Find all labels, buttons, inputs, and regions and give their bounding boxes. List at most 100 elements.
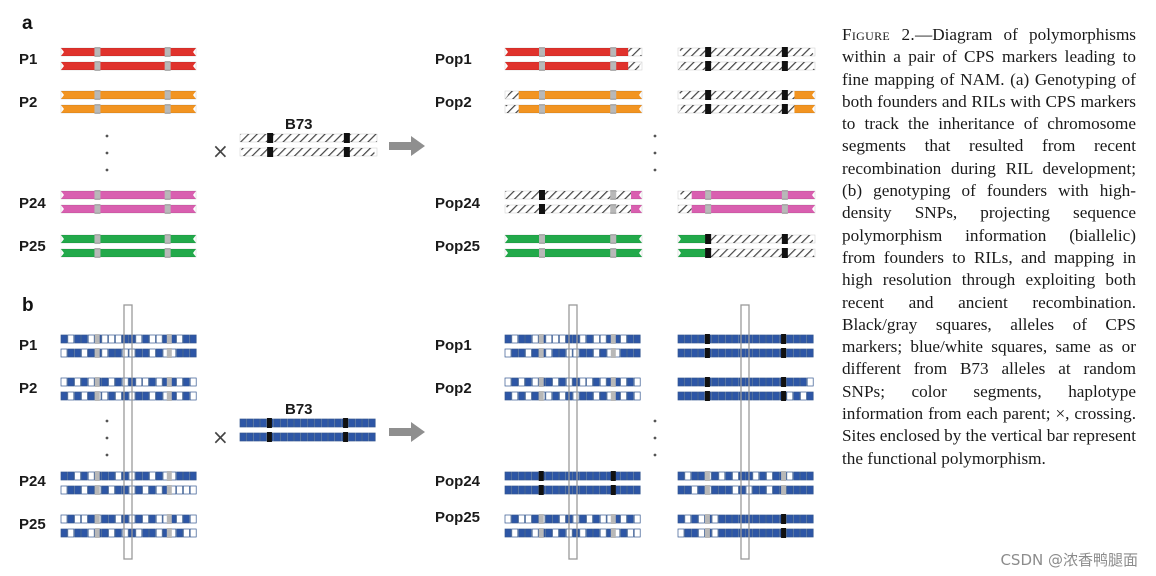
snp-same-as-b73 xyxy=(633,471,641,481)
cps-marker xyxy=(781,377,787,387)
strand-end-notch xyxy=(812,249,815,257)
cps-marker xyxy=(94,377,100,387)
snp-same-as-b73 xyxy=(504,391,512,401)
snp-strand xyxy=(677,514,814,524)
snp-same-as-b73 xyxy=(60,528,68,538)
snp-same-as-b73 xyxy=(691,377,698,387)
snp-same-as-b73 xyxy=(355,432,362,442)
snp-same-as-b73 xyxy=(142,528,149,538)
snp-same-as-b73 xyxy=(766,391,773,401)
snp-different-from-b73 xyxy=(121,348,129,358)
snp-same-as-b73 xyxy=(691,528,698,538)
strand-end-notch xyxy=(61,235,64,243)
snp-same-as-b73 xyxy=(525,528,532,538)
strand-outline xyxy=(239,133,378,143)
snp-strand xyxy=(239,418,376,428)
snp-same-as-b73 xyxy=(732,334,739,344)
snp-different-from-b73 xyxy=(60,485,68,495)
snp-same-as-b73 xyxy=(149,528,156,538)
snp-different-from-b73 xyxy=(698,514,705,524)
cps-marker xyxy=(538,104,545,114)
snp-same-as-b73 xyxy=(135,471,143,481)
strand-end-notch xyxy=(505,249,508,257)
snp-different-from-b73 xyxy=(620,514,627,524)
panel-a-b73-label: B73 xyxy=(285,116,313,133)
cps-marker xyxy=(538,204,545,214)
panel-b-pop-label: Pop24 xyxy=(435,473,481,490)
panel-a-founder-label: P24 xyxy=(19,195,46,212)
cps-marker xyxy=(705,234,712,244)
cps-marker xyxy=(705,61,712,71)
snp-same-as-b73 xyxy=(738,485,746,495)
haplotype-segment xyxy=(708,235,815,243)
cps-marker xyxy=(94,348,100,358)
snp-same-as-b73 xyxy=(287,418,294,428)
snp-same-as-b73 xyxy=(518,391,525,401)
ellipsis-dot xyxy=(105,151,109,155)
snp-same-as-b73 xyxy=(800,377,807,387)
snp-different-from-b73 xyxy=(711,514,719,524)
snp-different-from-b73 xyxy=(545,348,553,358)
snp-same-as-b73 xyxy=(121,391,129,401)
strand-end-notch xyxy=(505,105,508,113)
snp-same-as-b73 xyxy=(368,432,376,442)
snp-same-as-b73 xyxy=(786,485,794,495)
snp-same-as-b73 xyxy=(321,432,328,442)
snp-different-from-b73 xyxy=(101,348,109,358)
snp-same-as-b73 xyxy=(572,377,580,387)
snp-different-from-b73 xyxy=(572,514,580,524)
snp-strand xyxy=(677,377,814,387)
snp-same-as-b73 xyxy=(772,377,780,387)
snp-different-from-b73 xyxy=(786,471,794,481)
snp-same-as-b73 xyxy=(698,377,705,387)
snp-same-as-b73 xyxy=(101,485,109,495)
snp-different-from-b73 xyxy=(87,471,95,481)
cps-marker xyxy=(705,90,712,100)
snp-same-as-b73 xyxy=(599,348,607,358)
snp-same-as-b73 xyxy=(531,514,539,524)
cps-marker xyxy=(704,471,710,481)
snp-strand xyxy=(504,391,641,401)
snp-same-as-b73 xyxy=(525,377,532,387)
snp-same-as-b73 xyxy=(698,485,705,495)
snp-strand xyxy=(504,334,641,344)
haplotype-segment xyxy=(240,148,377,156)
snp-different-from-b73 xyxy=(60,377,68,387)
snp-different-from-b73 xyxy=(531,528,539,538)
snp-same-as-b73 xyxy=(108,348,115,358)
snp-different-from-b73 xyxy=(189,514,197,524)
snp-same-as-b73 xyxy=(793,334,800,344)
strand-end-notch xyxy=(240,148,243,156)
cps-marker xyxy=(538,377,544,387)
snp-different-from-b73 xyxy=(155,334,163,344)
snp-same-as-b73 xyxy=(772,528,780,538)
snp-same-as-b73 xyxy=(593,377,600,387)
snp-same-as-b73 xyxy=(294,418,301,428)
strand-end-notch xyxy=(678,105,681,113)
snp-same-as-b73 xyxy=(504,334,512,344)
snp-different-from-b73 xyxy=(552,377,559,387)
snp-same-as-b73 xyxy=(579,348,587,358)
haplotype-segment xyxy=(61,235,196,243)
snp-same-as-b73 xyxy=(149,485,156,495)
snp-same-as-b73 xyxy=(772,334,780,344)
haplotype-segment xyxy=(678,205,692,213)
strand-end-notch xyxy=(678,191,681,199)
snp-same-as-b73 xyxy=(552,391,559,401)
snp-same-as-b73 xyxy=(772,485,780,495)
snp-same-as-b73 xyxy=(176,471,183,481)
snp-same-as-b73 xyxy=(572,528,580,538)
snp-same-as-b73 xyxy=(766,348,773,358)
cps-marker xyxy=(704,391,710,401)
snp-same-as-b73 xyxy=(793,471,800,481)
haplotype-segment xyxy=(794,91,815,99)
snp-same-as-b73 xyxy=(60,334,68,344)
snp-same-as-b73 xyxy=(599,485,607,495)
snp-same-as-b73 xyxy=(698,334,705,344)
cps-marker xyxy=(781,528,787,538)
snp-same-as-b73 xyxy=(586,528,593,538)
snp-same-as-b73 xyxy=(711,391,719,401)
snp-different-from-b73 xyxy=(752,471,760,481)
cps-marker xyxy=(538,485,544,495)
snp-different-from-b73 xyxy=(579,334,587,344)
